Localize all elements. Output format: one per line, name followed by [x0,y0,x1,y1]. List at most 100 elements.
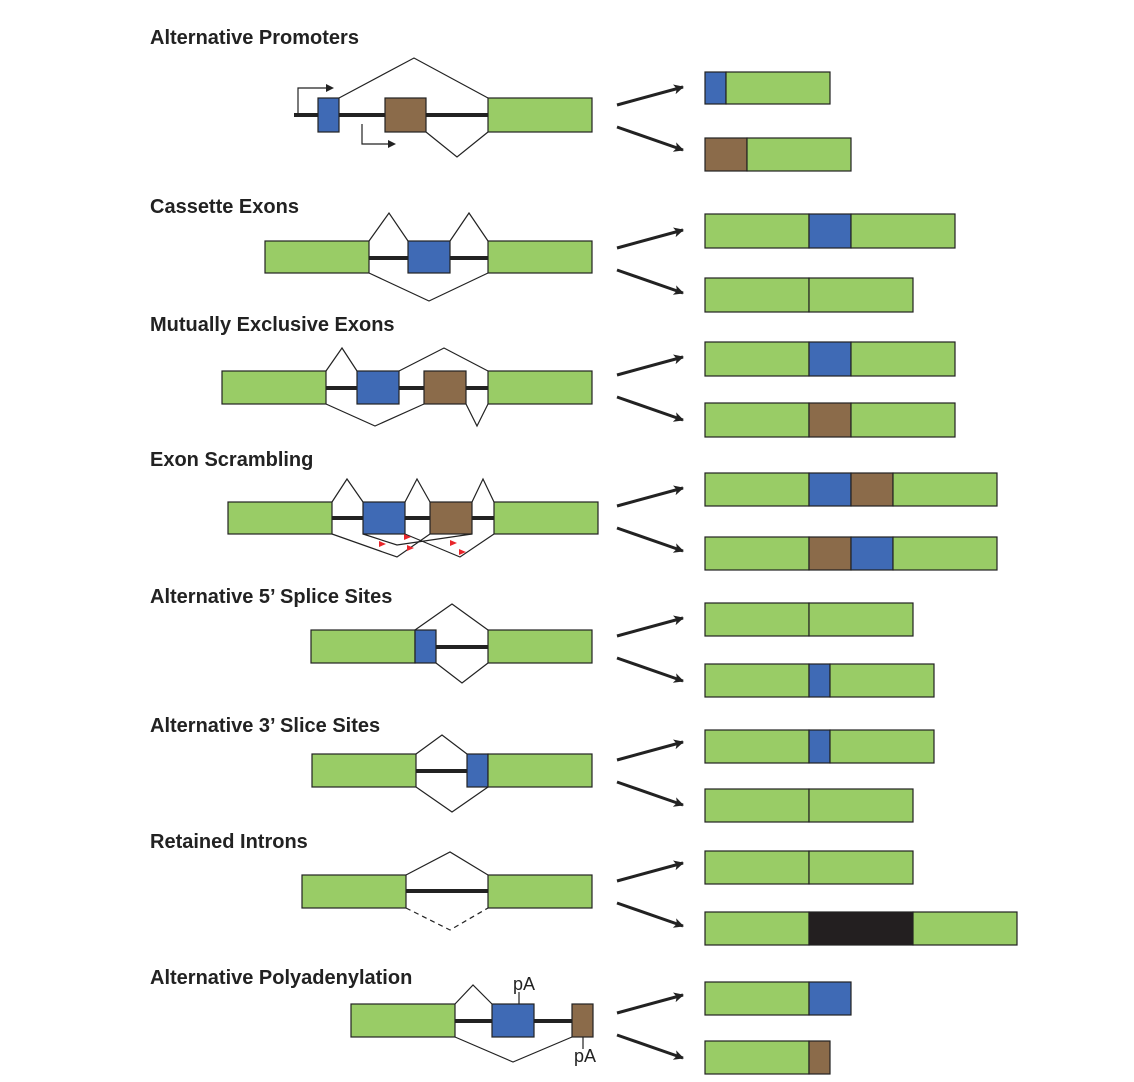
splice-junction-top [338,57,489,99]
gene-diagram [227,477,599,558]
exon-blue [356,370,400,405]
exon-blue [407,240,451,274]
exon-green [704,911,810,946]
promoter-arrow-1 [297,87,330,115]
product-1 [704,341,956,377]
splice-junction-top [454,984,493,1005]
arrow-down [616,780,684,807]
polya-label-top: pA [513,974,535,994]
gene-diagram [264,211,593,302]
section-title: Cassette Exons [150,196,299,218]
product-1 [704,850,914,885]
exon-green [487,97,593,133]
exon-blue [808,341,852,377]
product-1 [704,729,935,764]
exon-green [892,472,998,507]
retained-intron [808,911,914,946]
exon-blue [414,629,437,664]
arrow-down [616,1033,684,1060]
exon-green [301,874,407,909]
backsplice-marker-icon [407,545,414,551]
product-1 [704,71,831,105]
splice-junction-bottom [368,272,489,302]
exon-green [704,213,810,249]
exon-blue [466,753,489,788]
gene-diagram: pA pA [350,974,596,1066]
promoter-arrow-2 [361,124,392,145]
exon-green [704,472,810,507]
exon-brown [571,1003,594,1038]
exon-green [808,277,914,313]
arrow-up [616,615,684,638]
exon-green [487,753,593,788]
exon-green [808,788,914,823]
arrow-down [616,395,684,422]
exon-green [829,729,935,764]
exon-green [829,663,935,698]
gene-diagram [221,346,593,428]
gene-diagram [311,734,593,813]
exon-green [310,629,416,664]
exon-brown [429,501,473,535]
exon-green [704,402,810,438]
section-title: Mutually Exclusive Exons [150,314,395,336]
splice-junction-top [405,851,489,876]
arrow-up [616,84,684,107]
splice-junction-bottom [325,403,425,427]
exon-green [487,240,593,274]
exon-green [912,911,1018,946]
splice-junction-top [368,211,409,242]
arrow-down [616,526,684,553]
exon-blue [808,663,831,698]
section-title: Alternative 5’ Splice Sites [150,586,392,608]
splice-junction-top [331,477,364,503]
section-alternative-3-slice-sites: Alternative 3’ Slice Sites [150,715,935,823]
product-1 [704,472,998,507]
exon-green [725,71,831,105]
exon-green [487,370,593,405]
exon-green [227,501,333,535]
arrow-up [616,860,684,883]
exon-green [487,874,593,909]
section-alternative-polyadenylation: Alternative Polyadenylation pA pA [150,967,852,1075]
exon-green [808,602,914,637]
product-1 [704,602,914,637]
product-2 [704,137,852,172]
exon-green [704,341,810,377]
splice-junction-top [325,346,358,372]
backsplice-marker-icon [450,540,457,546]
exon-green [704,981,810,1016]
promoter-arrowhead-2 [388,140,396,148]
retention-path-dashed [405,907,489,931]
section-alternative-promoters: Alternative Promoters [150,27,852,172]
exon-green [850,213,956,249]
exon-green [808,850,914,885]
exon-green [311,753,417,788]
splice-junction-bottom [454,1036,573,1063]
product-2 [704,788,914,823]
product-1 [704,981,852,1016]
promoter-arrowhead-1 [326,84,334,92]
splice-junction-top [471,477,495,503]
section-mutually-exclusive-exons: Mutually Exclusive Exons [150,314,956,438]
splice-junction-top [449,211,489,242]
splice-junction-top [415,734,468,755]
exon-green [704,663,810,698]
section-title: Alternative 3’ Slice Sites [150,715,380,737]
exon-green [487,629,593,664]
product-2 [704,536,998,571]
exon-green [704,729,810,764]
product-2 [704,277,914,313]
exon-blue [317,97,340,133]
splice-junction-top [404,477,431,503]
exon-blue [808,981,852,1016]
section-exon-scrambling: Exon Scrambling [150,449,998,571]
exon-green [850,402,956,438]
section-title: Exon Scrambling [150,449,313,471]
section-cassette-exons: Cassette Exons [150,196,956,313]
exon-green [704,536,810,571]
product-1 [704,213,956,249]
exon-brown [808,402,852,438]
exon-green [704,850,810,885]
arrow-up [616,992,684,1015]
